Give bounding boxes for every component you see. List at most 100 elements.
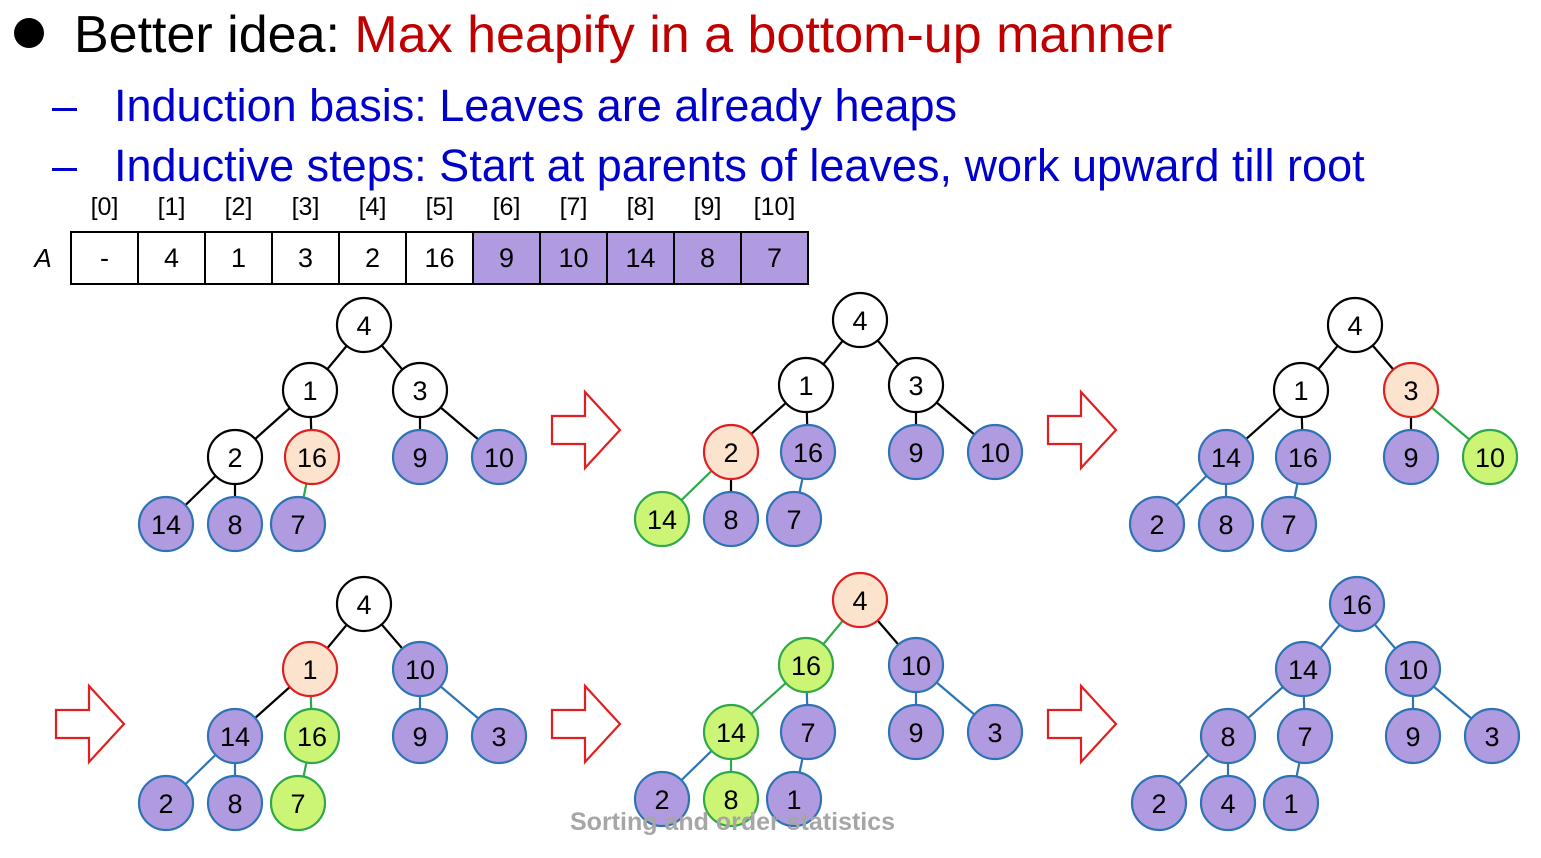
bullet-dot-icon bbox=[14, 18, 44, 48]
tree-node bbox=[281, 640, 339, 698]
tree-node-value: 7 bbox=[1297, 722, 1312, 752]
tree-node-value: 4 bbox=[852, 586, 867, 616]
tree-node bbox=[966, 423, 1024, 481]
tree-node-value: 14 bbox=[1211, 443, 1241, 473]
tree-node-value: 2 bbox=[723, 438, 738, 468]
tree-node-value: 3 bbox=[908, 371, 923, 401]
tree-node-value: 4 bbox=[356, 311, 371, 341]
tree-node-value: 2 bbox=[158, 789, 173, 819]
tree-node-value: 3 bbox=[987, 718, 1002, 748]
tree-node bbox=[831, 291, 889, 349]
sub-bullet-basis: –Induction basis: Leaves are already hea… bbox=[52, 79, 957, 133]
tree-node-value: 8 bbox=[723, 505, 738, 535]
array-cell-value: 16 bbox=[424, 243, 454, 273]
tree-node bbox=[1197, 495, 1255, 553]
right-arrow-icon bbox=[1046, 389, 1118, 471]
tree-node bbox=[137, 774, 195, 832]
tree-node-value: 10 bbox=[980, 438, 1010, 468]
tree-node bbox=[269, 774, 327, 832]
tree-node-value: 8 bbox=[227, 510, 242, 540]
tree-node-value: 10 bbox=[405, 655, 435, 685]
tree-node bbox=[1328, 575, 1386, 633]
tree-node bbox=[779, 703, 837, 761]
tree-node bbox=[966, 703, 1024, 761]
array-cell bbox=[673, 231, 742, 285]
tree-node-value: 9 bbox=[412, 443, 427, 473]
tree-node bbox=[1382, 428, 1440, 486]
tree-node-value: 8 bbox=[227, 789, 242, 819]
tree-node bbox=[391, 640, 449, 698]
main-bullet: Better idea: Max heapify in a bottom-up … bbox=[14, 4, 1172, 66]
tree-node bbox=[391, 428, 449, 486]
tree-node-value: 16 bbox=[791, 651, 821, 681]
tree-node bbox=[335, 296, 393, 354]
tree-node bbox=[765, 770, 823, 828]
tree-node bbox=[1384, 640, 1442, 698]
array-figure: A-[0]4[1]1[2]3[3]2[4]16[5]9[6]10[7]14[8]… bbox=[32, 193, 809, 285]
sub-bullet-basis-text: Induction basis: Leaves are already heap… bbox=[114, 80, 958, 131]
tree-node bbox=[470, 428, 528, 486]
array-cell bbox=[204, 231, 273, 285]
tree-node-value: 4 bbox=[1220, 789, 1235, 819]
tree-node-value: 14 bbox=[647, 505, 677, 535]
tree-node bbox=[1276, 707, 1334, 765]
array-index-label: [10] bbox=[754, 193, 796, 221]
tree-node bbox=[283, 707, 341, 765]
tree-node-value: 8 bbox=[723, 785, 738, 815]
tree-node bbox=[777, 636, 835, 694]
tree-node-value: 4 bbox=[1347, 311, 1362, 341]
tree-node-value: 9 bbox=[1403, 443, 1418, 473]
array-cell bbox=[338, 231, 407, 285]
tree-node-value: 8 bbox=[1220, 722, 1235, 752]
array-index-label: [8] bbox=[627, 193, 655, 221]
array-label: A bbox=[32, 243, 51, 273]
tree-node-value: 10 bbox=[1475, 443, 1505, 473]
right-arrow-icon bbox=[54, 683, 126, 765]
array-index-label: [4] bbox=[359, 193, 387, 221]
tree-node-value: 10 bbox=[901, 651, 931, 681]
array-cell-value: 14 bbox=[625, 243, 655, 273]
tree-node bbox=[887, 703, 945, 761]
tree-node bbox=[702, 490, 760, 548]
tree-node-value: 9 bbox=[1405, 722, 1420, 752]
tree-node bbox=[779, 423, 837, 481]
tree-node-value: 16 bbox=[793, 438, 823, 468]
tree-node bbox=[887, 636, 945, 694]
tree-node-value: 9 bbox=[908, 438, 923, 468]
tree-node bbox=[470, 707, 528, 765]
tree-node bbox=[1128, 495, 1186, 553]
tree-node bbox=[1382, 361, 1440, 419]
tree-node bbox=[1463, 707, 1521, 765]
tree-node bbox=[887, 356, 945, 414]
array-cell bbox=[740, 231, 809, 285]
heading-prefix: Better idea: bbox=[74, 6, 355, 64]
tree-node bbox=[702, 770, 760, 828]
dash-icon: – bbox=[52, 80, 78, 131]
array-index-label: [0] bbox=[91, 193, 119, 221]
dash-icon: – bbox=[52, 140, 78, 191]
array-cell-value: 7 bbox=[767, 243, 782, 273]
tree-node bbox=[281, 361, 339, 419]
tree-node-value: 3 bbox=[412, 376, 427, 406]
tree-node-value: 16 bbox=[297, 443, 327, 473]
array-cell bbox=[606, 231, 675, 285]
tree-node bbox=[1199, 707, 1257, 765]
tree-node bbox=[1274, 428, 1332, 486]
tree-node-value: 3 bbox=[491, 722, 506, 752]
tree-node bbox=[1326, 296, 1384, 354]
array-index-label: [6] bbox=[493, 193, 521, 221]
array-index-label: [5] bbox=[426, 193, 454, 221]
tree-node-value: 2 bbox=[1149, 510, 1164, 540]
tree-node bbox=[269, 495, 327, 553]
tree-node-value: 14 bbox=[220, 722, 250, 752]
tree-node-value: 16 bbox=[297, 722, 327, 752]
array-index-label: [9] bbox=[694, 193, 722, 221]
tree-node-value: 3 bbox=[1403, 376, 1418, 406]
tree-node bbox=[1199, 774, 1257, 832]
tree-node-value: 10 bbox=[1398, 655, 1428, 685]
tree-node-value: 16 bbox=[1342, 590, 1372, 620]
